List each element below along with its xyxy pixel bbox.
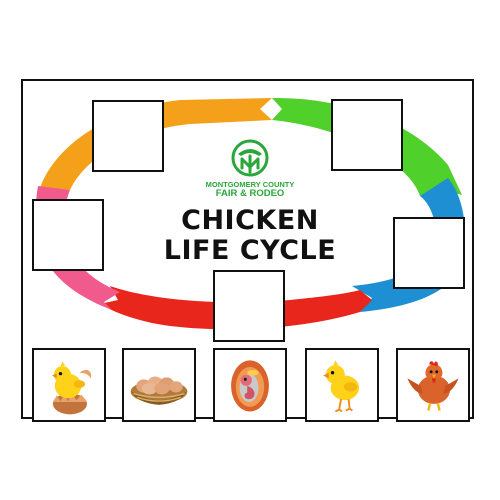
chick-icon xyxy=(323,360,360,413)
title-line-2: LIFE CYCLE xyxy=(163,235,337,266)
embryo-icon xyxy=(231,360,269,412)
logo-line-2: FAIR & RODEO xyxy=(215,188,285,199)
answer-box-left[interactable] xyxy=(32,199,104,271)
cycle-arrow-orange xyxy=(40,98,272,190)
answer-box-top-right[interactable] xyxy=(331,99,403,171)
adult-hen-card[interactable] xyxy=(396,348,470,422)
hen-icon xyxy=(407,361,459,411)
fair-rodeo-logo-icon xyxy=(231,139,269,177)
answer-box-right[interactable] xyxy=(393,217,465,289)
logo-line-1: MONTGOMERY COUNTY xyxy=(205,180,295,189)
baby-chick-card[interactable] xyxy=(305,348,379,422)
egg-nest-icon xyxy=(130,376,188,405)
answer-box-top-left[interactable] xyxy=(92,100,164,172)
answer-box-bottom[interactable] xyxy=(213,270,285,342)
eggs-in-nest-card[interactable] xyxy=(122,348,196,422)
title-line-1: CHICKEN xyxy=(181,205,319,236)
embryo-in-egg-card[interactable] xyxy=(213,348,287,422)
chick-hatching-card[interactable] xyxy=(32,348,106,422)
hatching-chick-icon xyxy=(51,361,92,415)
